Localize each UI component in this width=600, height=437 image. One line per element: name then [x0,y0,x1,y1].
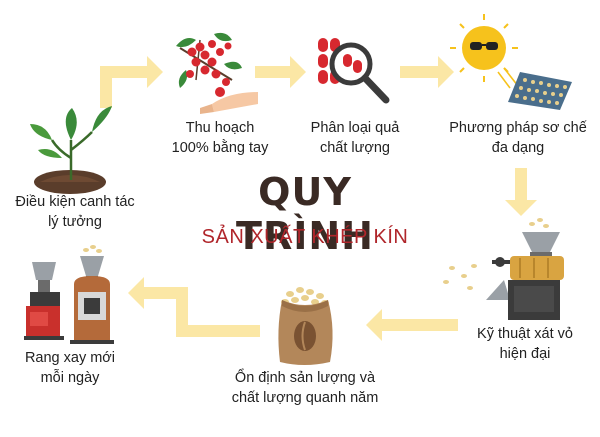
step-label-line: hiện đại [499,346,551,362]
coffee-cherry-hand-icon [176,32,258,114]
arrow-sort-to-sun [400,56,454,88]
step-label-cultivation: Điều kiện canh tác lý tưởng [5,192,145,232]
step-label-line: chất lượng [319,140,390,156]
arrow-sack-to-roaster [128,277,260,337]
step-label-line: chất lượng quanh năm [231,390,379,406]
sun-drying-rack-icon [450,14,572,110]
arrow-harvest-to-sort [255,56,306,88]
step-label-hulling: Kỹ thuật xát vỏ hiện đại [455,324,595,364]
step-label-line: Rang xay mới [24,350,116,366]
step-label-line: Ổn định sản lượng và [234,370,376,386]
arrow-huller-to-sack [366,309,458,341]
step-label-line: lý tưởng [48,214,102,230]
arrow-plant-to-harvest [100,56,163,108]
plant-seedling-icon [30,106,112,194]
roaster-grinder-icon [24,245,114,344]
step-label-processing: Phương pháp sơ chế đa dạng [440,118,596,158]
step-label-line: 100% bằng tay [171,140,269,156]
step-label-line: đa dạng [491,140,545,156]
step-label-line: Phân loại quả [310,120,400,136]
flow-arrows [100,56,537,341]
step-label-sorting: Phân loại quả chất lượng [290,118,420,158]
coffee-bean-sack-icon [278,287,333,365]
step-label-line: Kỹ thuật xát vỏ [477,326,573,342]
step-label-line: Điều kiện canh tác [15,194,135,210]
step-label-line: Phương pháp sơ chế [449,120,587,136]
step-label-harvest: Thu hoạch 100% bằng tay [155,118,285,158]
diagram-title: QUY TRÌNH [236,170,374,258]
step-label-line: Thu hoạch [185,120,255,136]
step-label-line: mỗi ngày [40,370,100,386]
hulling-machine-icon [443,218,564,320]
step-label-stability: Ổn định sản lượng và chất lượng quanh nă… [220,368,390,408]
magnifier-cherries-icon [318,38,390,104]
arrow-sun-to-huller [505,168,537,216]
step-label-roasting: Rang xay mới mỗi ngày [5,348,135,388]
diagram-subtitle: SẢN XUẤT KHÉP KÍN [201,226,409,248]
